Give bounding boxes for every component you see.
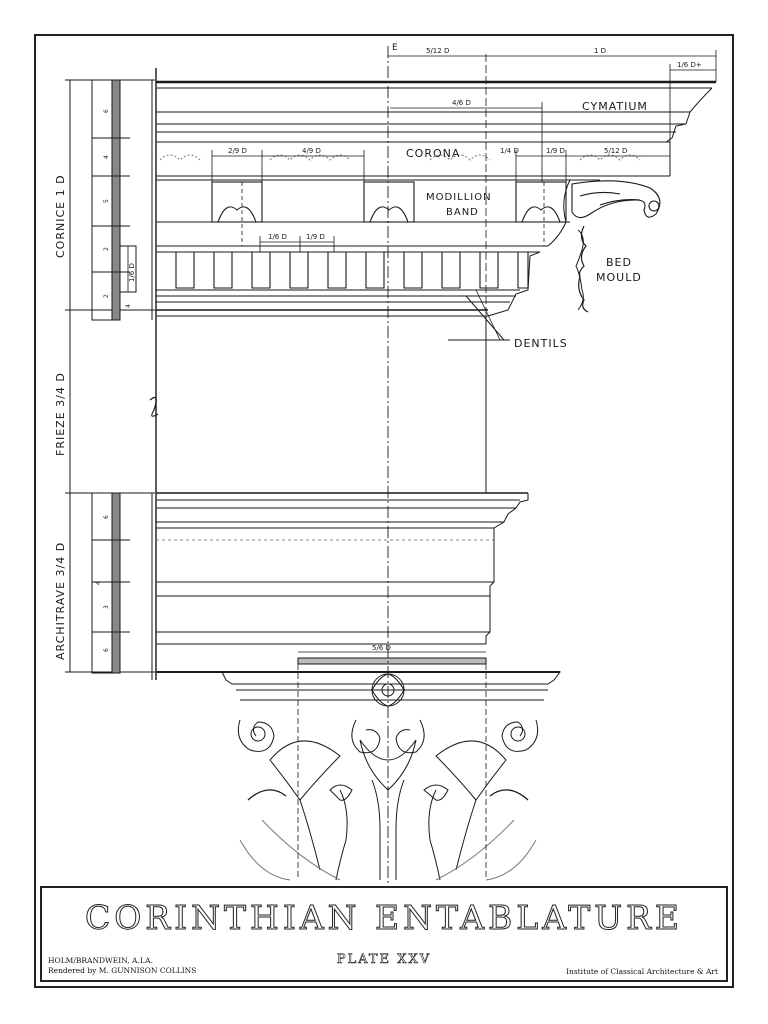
ruler-cornice-part-4: 2: [103, 247, 110, 251]
ruler-cornice-part-1: 6: [103, 109, 110, 113]
dim-1-9-right: 1/9 D: [546, 147, 565, 155]
modillion-band-label-2: BAND: [446, 207, 479, 218]
dentils-label: DENTILS: [514, 337, 568, 350]
renderer-credit: Rendered by M. GUNNISON COLLINS: [48, 966, 197, 975]
modillion-band-label-1: MODILLION: [426, 192, 492, 203]
corinthian-capital: [221, 657, 561, 881]
ruler-architrave-part-1: 6: [103, 515, 110, 519]
plate-title: CORINTHIAN ENTABLATURE: [84, 898, 684, 938]
ruler-cornice-part-3: 5: [103, 199, 110, 203]
ruler-cornice-part-5: 2: [103, 294, 110, 298]
plate-number: PLATE XXV: [336, 952, 432, 968]
frieze: [149, 295, 510, 493]
ruler-cornice-part-2: 4: [103, 155, 110, 159]
cornice-profile: [156, 80, 716, 317]
plate-border: [34, 34, 734, 988]
dim-2-9: 2/9 D: [228, 147, 247, 155]
ruler-architrave-part-2: 4: [95, 581, 102, 585]
frieze-section-label: FRIEZE 3/4 D: [54, 372, 67, 456]
ruler-cornice-sub: 4: [125, 304, 132, 308]
dim-4-9: 4/9 D: [302, 147, 321, 155]
author-credit: HOLM/BRANDWEIN, A.I.A.: [48, 956, 153, 965]
credits: HOLM/BRANDWEIN, A.I.A. Rendered by M. GU…: [48, 956, 196, 976]
dim-1-6-side: 1/6 D: [128, 263, 136, 282]
dim-5-12-right: 5/12 D: [604, 147, 627, 155]
dim-1-4: 1/4 D: [500, 147, 519, 155]
axis-label: E: [392, 43, 398, 53]
architrave: [156, 492, 560, 673]
architrave-section-label: ARCHITRAVE 3/4 D: [54, 542, 67, 660]
bed-mould-label-1: BED: [606, 256, 632, 269]
left-ruler: [65, 68, 157, 680]
dim-1-6-dentil: 1/6 D: [268, 233, 287, 241]
dim-1-6-plus: 1/6 D+: [677, 61, 702, 69]
ruler-architrave-part-3: 3: [103, 605, 110, 609]
dim-1-9-dentil: 1/9 D: [306, 233, 325, 241]
corona-label: CORONA: [406, 147, 460, 160]
institute-credit: Institute of Classical Architecture & Ar…: [566, 967, 718, 976]
ruler-architrave-part-4: 6: [103, 648, 110, 652]
bed-mould-label-2: MOULD: [596, 271, 642, 284]
dim-4-6: 4/6 D: [452, 99, 471, 107]
cymatium-label: CYMATIUM: [582, 100, 648, 113]
dimension-lines: [127, 50, 717, 653]
dim-1-top: 1 D: [594, 47, 606, 55]
cornice-section-label: CORNICE 1 D: [54, 174, 67, 258]
dim-5-12-top: 5/12 D: [426, 47, 449, 55]
title-block: CORINTHIAN ENTABLATURE PLATE XXV HOLM/BR…: [40, 886, 728, 982]
dim-5-6: 5/6 D: [372, 644, 391, 652]
